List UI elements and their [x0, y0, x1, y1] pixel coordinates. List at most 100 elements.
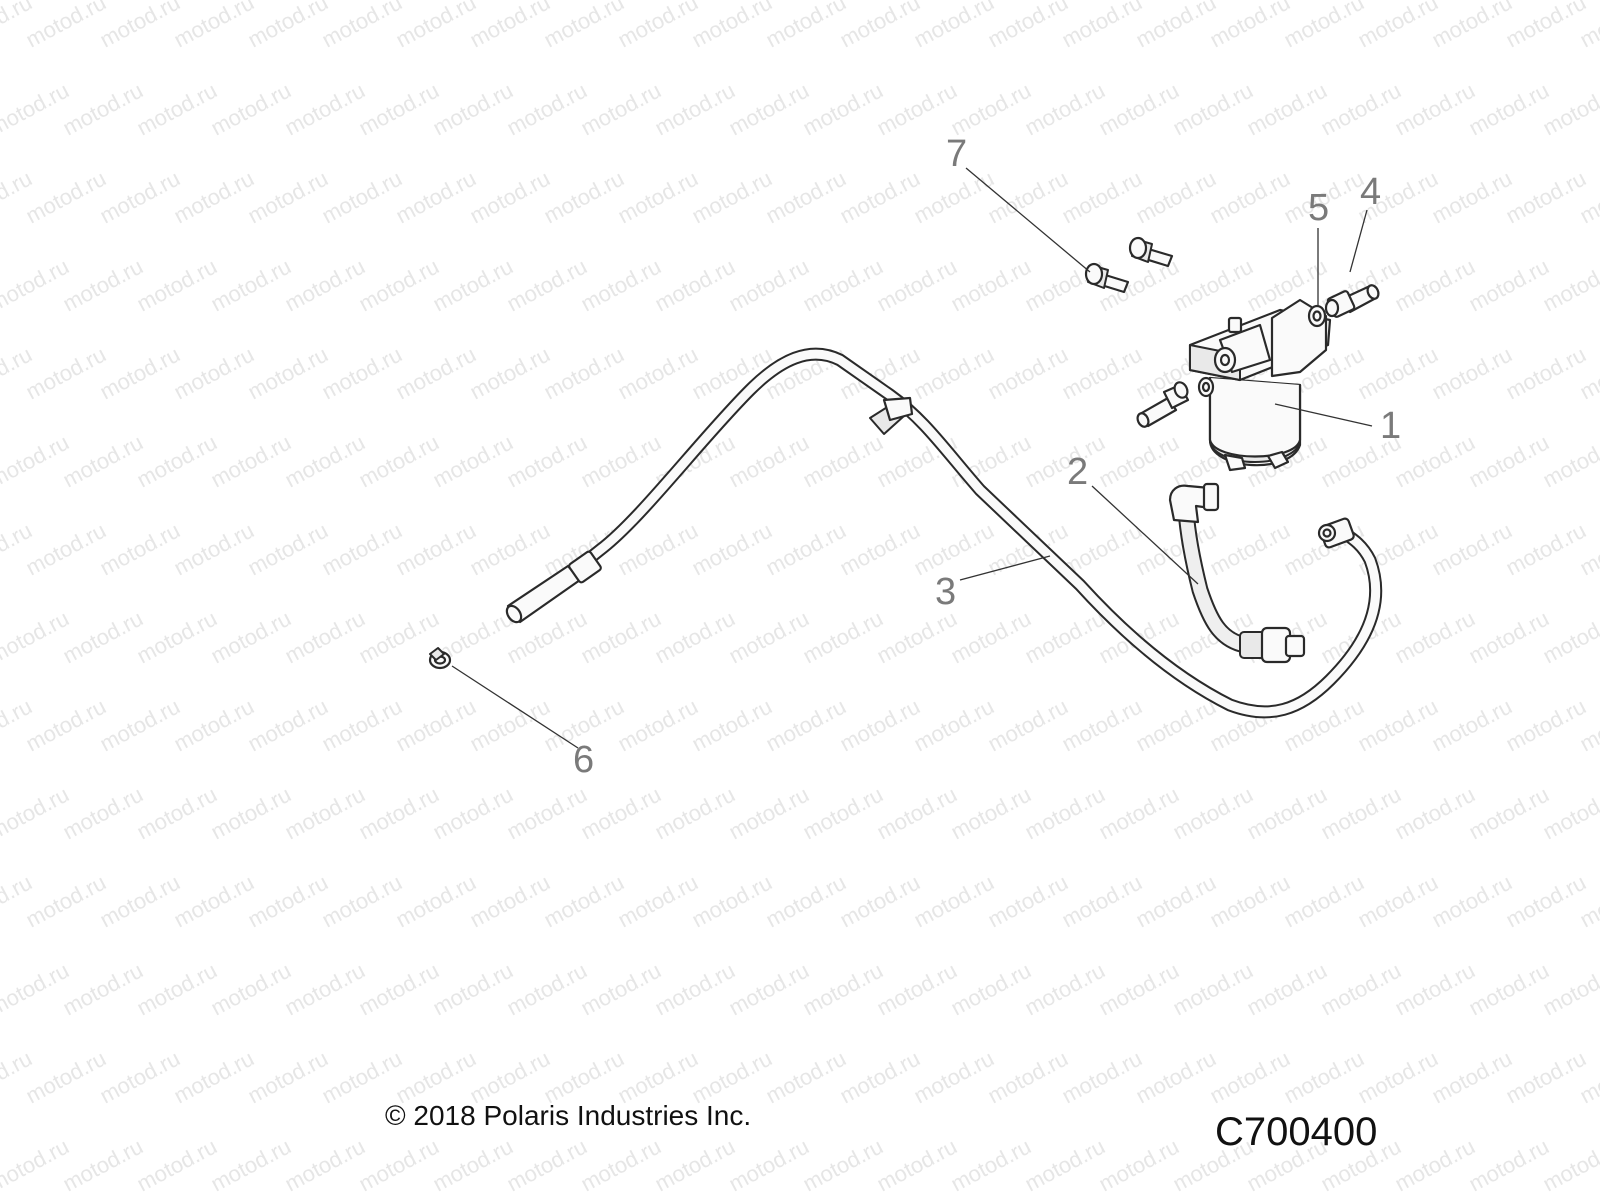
watermark-text: motod.ru [836, 0, 924, 52]
watermark-text: motod.ru [1354, 694, 1442, 757]
watermark-text: motod.ru [96, 870, 184, 933]
watermark-text: motod.ru [1280, 0, 1368, 52]
watermark-text: motod.ru [873, 606, 961, 669]
watermark-text: motod.ru [873, 958, 961, 1021]
watermark-text: motod.ru [1280, 1046, 1368, 1109]
watermark-text: motod.ru [1132, 0, 1220, 52]
watermark-text: motod.ru [429, 254, 517, 317]
watermark-text: motod.ru [725, 782, 813, 845]
watermark-text: motod.ru [947, 1134, 1035, 1197]
watermark-text: motod.ru [59, 1134, 147, 1197]
watermark-text: motod.ru [1206, 518, 1294, 581]
part-7-bolts [1084, 236, 1174, 294]
watermark-text: motod.ru [503, 254, 591, 317]
watermark-text: motod.ru [1465, 78, 1553, 141]
watermark-text: motod.ru [1391, 78, 1479, 141]
watermark-text: motod.ru [799, 254, 887, 317]
watermark-text: motod.ru [281, 78, 369, 141]
watermark-text: motod.ru [1391, 782, 1479, 845]
watermark-text: motod.ru [1539, 254, 1600, 317]
watermark-text: motod.ru [170, 518, 258, 581]
watermark-text: motod.ru [1169, 782, 1257, 845]
watermark-text: motod.ru [1428, 518, 1516, 581]
watermark-text: motod.ru [0, 78, 73, 141]
tube-end-fitting [1317, 517, 1355, 549]
leader-lines [451, 167, 1373, 749]
watermark-text: motod.ru [762, 1046, 850, 1109]
bolt-upper [1128, 236, 1174, 268]
watermark-text: motod.ru [1539, 78, 1600, 141]
watermark-text: motod.ru [1502, 518, 1590, 581]
watermark-text: motod.ru [0, 958, 73, 1021]
watermark-text: motod.ru [1206, 1046, 1294, 1109]
watermark-text: motod.ru [1095, 958, 1183, 1021]
watermark-text: motod.ru [799, 78, 887, 141]
watermark-text: motod.ru [170, 0, 258, 52]
watermark-text: motod.ru [1428, 694, 1516, 757]
watermark-text: motod.ru [355, 958, 443, 1021]
watermark-text: motod.ru [59, 606, 147, 669]
watermark-text: motod.ru [688, 694, 776, 757]
watermark-text: motod.ru [725, 958, 813, 1021]
watermark-text: motod.ru [466, 0, 554, 52]
watermark-text: motod.ru [281, 1134, 369, 1197]
watermark-text: motod.ru [1132, 518, 1220, 581]
watermark-text: motod.ru [466, 342, 554, 405]
watermark-text: motod.ru [0, 430, 73, 493]
watermark-text: motod.ru [503, 782, 591, 845]
watermark-text: motod.ru [614, 166, 702, 229]
watermark-text: motod.ru [1169, 958, 1257, 1021]
watermark-text: motod.ru [1058, 0, 1146, 52]
watermark-text: motod.ru [1021, 430, 1109, 493]
watermark-text: motod.ru [1317, 78, 1405, 141]
watermark-text: motod.ru [1465, 254, 1553, 317]
watermark-text: motod.ru [22, 342, 110, 405]
watermark-text: motod.ru [836, 166, 924, 229]
watermark-text: motod.ru [1502, 1046, 1590, 1109]
watermark-text: motod.ru [984, 166, 1072, 229]
watermark-text: motod.ru [22, 694, 110, 757]
watermark-text: motod.ru [392, 342, 480, 405]
watermark-text: motod.ru [1169, 254, 1257, 317]
watermark-text: motod.ru [1465, 958, 1553, 1021]
watermark-text: motod.ru [1502, 870, 1590, 933]
callout-2: 2 [1067, 451, 1088, 493]
watermark-text: motod.ru [318, 166, 406, 229]
watermark-text: motod.ru [984, 1046, 1072, 1109]
watermark-text: motod.ru [1428, 342, 1516, 405]
part-1-fuel-filter [1188, 298, 1332, 472]
watermark-text: motod.ru [392, 518, 480, 581]
watermark-text: motod.ru [170, 1046, 258, 1109]
watermark-text: motod.ru [503, 1134, 591, 1197]
bolt-lower [1084, 262, 1130, 294]
watermark-text: motod.ru [984, 694, 1072, 757]
watermark-text: motod.ru [1058, 694, 1146, 757]
watermark-text: motod.ru [1354, 342, 1442, 405]
watermark-text: motod.ru [762, 166, 850, 229]
watermark-text: motod.ru [910, 694, 998, 757]
watermark-text: motod.ru [133, 430, 221, 493]
watermark-text: motod.ru [725, 78, 813, 141]
watermark-text: motod.ru [947, 78, 1035, 141]
watermark-text: motod.ru [910, 1046, 998, 1109]
part-4-fitting [1324, 284, 1380, 318]
watermark-text: motod.ru [466, 1046, 554, 1109]
callout-6: 6 [573, 739, 594, 781]
watermark-text: motod.ru [96, 342, 184, 405]
watermark-text: motod.ru [947, 606, 1035, 669]
watermark-text: motod.ru [1428, 0, 1516, 52]
watermark-text: motod.ru [22, 0, 110, 52]
watermark-text: motod.ru [1206, 0, 1294, 52]
watermark-text: motod.ru [651, 78, 739, 141]
watermark-text: motod.ru [1243, 958, 1331, 1021]
copyright-notice: © 2018 Polaris Industries Inc. [385, 1100, 752, 1131]
watermark-text: motod.ru [1539, 430, 1600, 493]
watermark-text: motod.ru [392, 1046, 480, 1109]
watermark-text: motod.ru [725, 254, 813, 317]
watermark-text: motod.ru [1502, 694, 1590, 757]
watermark-text: motod.ru [318, 0, 406, 52]
watermark-text: motod.ru [873, 78, 961, 141]
watermark-text: motod.ru [244, 342, 332, 405]
watermark-text: motod.ru [1539, 782, 1600, 845]
watermark-text: motod.ru [651, 606, 739, 669]
